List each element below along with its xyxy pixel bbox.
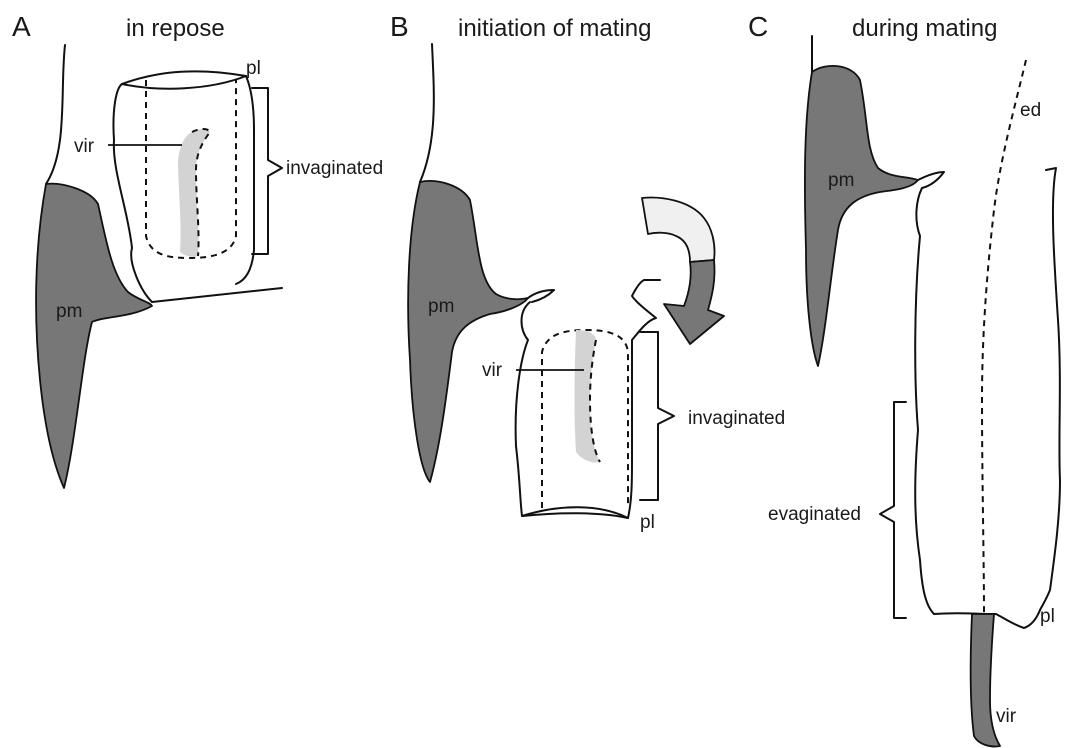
panel-b-pm-shape [408,181,528,482]
panel-a-body-line [152,288,282,302]
panel-c-vir-label: vir [996,706,1017,727]
panel-a-pm-label: pm [56,301,82,322]
panel-b-body-outline [420,44,434,182]
panel-b-pm-label: pm [428,296,454,317]
panel-c-bracket [880,402,906,618]
panel-b-bracket [640,332,674,500]
panel-a-state-label: invaginated [286,158,383,179]
panel-b-vir-shape [575,330,601,463]
panel-a-vir-shape [178,129,210,257]
panel-b-pl-label: pl [640,512,655,533]
panel-b-vir-label: vir [482,360,503,381]
curved-arrow-dark [664,260,724,344]
panel-b-title: initiation of mating [458,15,651,42]
panel-c-title: during mating [852,15,997,42]
panel-b-state-label: invaginated [688,408,785,429]
panel-a-vir-label: vir [74,136,95,157]
panel-a-body-outline [46,45,65,184]
panel-c-pm-shape [805,66,918,366]
panel-c-state-label: evaginated [768,504,861,525]
panel-c-tip [918,172,944,188]
panel-c-pm-label: pm [828,170,854,191]
panel-b-tip [528,290,554,302]
panel-a: A in repose pm vir pl invaginated [12,11,383,488]
panel-a-pm-shape [36,184,152,488]
panel-a-bracket [252,88,282,254]
panel-c-pl-label: pl [1040,606,1055,627]
panel-b: B initiation of mating pm vir pl invagin… [390,11,785,533]
curved-arrow-light [642,198,715,262]
panel-c-ed-label: ed [1020,100,1041,121]
panel-c-letter: C [748,11,768,42]
panel-a-title: in repose [126,15,225,42]
panel-a-letter: A [12,11,31,42]
panel-c-pl-left-outline [915,188,1040,628]
panel-c-ejaculatory-duct [982,60,1026,614]
panel-a-pl-label: pl [246,58,261,79]
panel-c: C during mating pm ed vir pl evaginated [748,11,1060,747]
panel-b-letter: B [390,11,409,42]
panel-c-pl-right-outline [1040,168,1060,610]
